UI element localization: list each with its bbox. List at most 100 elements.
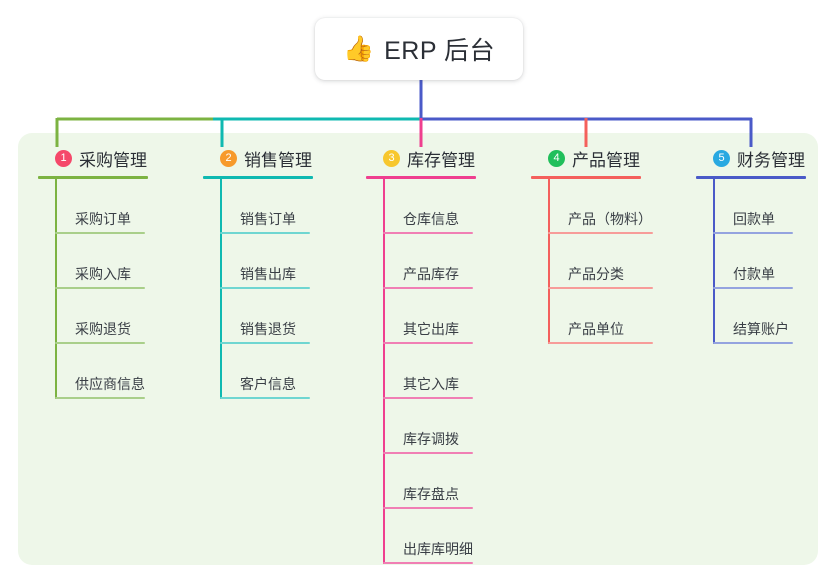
- branch-title: 销售管理: [244, 150, 312, 170]
- branch-item-underline: [548, 287, 653, 289]
- branch-badge: 2: [220, 149, 237, 167]
- branch-item-label: 库存调拨: [403, 431, 459, 447]
- branch-item[interactable]: 客户信息: [220, 344, 313, 399]
- branch-item-underline: [220, 397, 310, 399]
- branch-column-5: 5 财务管理回款单付款单结算账户: [696, 145, 806, 344]
- branch-item-label: 客户信息: [240, 376, 296, 392]
- branch-items: 销售订单销售出库销售退货客户信息: [203, 179, 313, 399]
- branch-item-underline: [383, 287, 473, 289]
- branch-panel-background: [18, 133, 818, 565]
- branch-item[interactable]: 其它入库: [383, 344, 476, 399]
- branch-item-underline: [220, 232, 310, 234]
- branch-item-label: 采购退货: [75, 321, 131, 337]
- branch-item[interactable]: 仓库信息: [383, 179, 476, 234]
- branch-item[interactable]: 产品库存: [383, 234, 476, 289]
- branch-item-label: 付款单: [733, 266, 775, 282]
- branch-header-underline: [696, 176, 806, 179]
- branch-item-label: 出库库明细: [403, 541, 473, 557]
- branch-item-underline: [383, 397, 473, 399]
- branch-item-label: 仓库信息: [403, 211, 459, 227]
- branch-header-5[interactable]: 5 财务管理: [696, 145, 806, 171]
- branch-item[interactable]: 供应商信息: [55, 344, 148, 399]
- branch-item-label: 库存盘点: [403, 486, 459, 502]
- branch-item-label: 产品单位: [568, 321, 624, 337]
- branch-item-underline: [548, 342, 653, 344]
- branch-item[interactable]: 出库库明细: [383, 509, 476, 564]
- branch-item-underline: [55, 287, 145, 289]
- branch-item-underline: [383, 342, 473, 344]
- branch-spine: [713, 179, 715, 344]
- root-node-card[interactable]: 👍 ERP 后台: [315, 18, 523, 80]
- branch-spine: [383, 179, 385, 564]
- branch-item[interactable]: 采购订单: [55, 179, 148, 234]
- branch-item[interactable]: 其它出库: [383, 289, 476, 344]
- branch-item-label: 销售订单: [240, 211, 296, 227]
- branch-title: 财务管理: [737, 150, 805, 170]
- branch-item-label: 回款单: [733, 211, 775, 227]
- branch-item[interactable]: 销售出库: [220, 234, 313, 289]
- branch-spine: [55, 179, 57, 399]
- branch-item-label: 采购订单: [75, 211, 131, 227]
- branch-header-4[interactable]: 4 产品管理: [531, 145, 652, 171]
- branch-item-underline: [220, 342, 310, 344]
- branch-item[interactable]: 产品单位: [548, 289, 653, 344]
- branch-item[interactable]: 产品分类: [548, 234, 653, 289]
- branch-item[interactable]: 采购退货: [55, 289, 148, 344]
- branch-column-3: 3 库存管理仓库信息产品库存其它出库其它入库库存调拨库存盘点出库库明细: [366, 145, 476, 564]
- thumbs-up-icon: 👍: [342, 34, 375, 63]
- branch-item-underline: [713, 342, 793, 344]
- branch-header-underline: [203, 176, 313, 179]
- branch-badge: 3: [383, 149, 400, 167]
- branch-item-label: 产品库存: [403, 266, 459, 282]
- branch-item-underline: [383, 507, 473, 509]
- branch-item-label: 其它入库: [403, 376, 459, 392]
- branch-title: 产品管理: [572, 150, 640, 170]
- branch-badge: 5: [713, 149, 730, 167]
- branch-item-underline: [55, 397, 145, 399]
- branch-header-underline: [38, 176, 148, 179]
- branch-title: 库存管理: [407, 150, 475, 170]
- branch-item-label: 产品分类: [568, 266, 624, 282]
- branch-item-label: 销售退货: [240, 321, 296, 337]
- branch-item-underline: [383, 232, 473, 234]
- branch-item-underline: [713, 232, 793, 234]
- branch-item-underline: [548, 232, 653, 234]
- branch-badge: 4: [548, 149, 565, 167]
- branch-header-underline: [531, 176, 641, 179]
- branch-item[interactable]: 付款单: [713, 234, 806, 289]
- branch-item[interactable]: 销售退货: [220, 289, 313, 344]
- branch-items: 回款单付款单结算账户: [696, 179, 806, 344]
- branch-item-label: 采购入库: [75, 266, 131, 282]
- branch-header-3[interactable]: 3 库存管理: [366, 145, 476, 171]
- branch-item[interactable]: 库存盘点: [383, 454, 476, 509]
- branch-item[interactable]: 结算账户: [713, 289, 806, 344]
- branch-item[interactable]: 采购入库: [55, 234, 148, 289]
- branch-header-1[interactable]: 1 采购管理: [38, 145, 148, 171]
- branch-item-label: 结算账户: [733, 321, 789, 337]
- branch-item[interactable]: 库存调拨: [383, 399, 476, 454]
- branch-items: 产品（物料） 产品分类产品单位: [531, 179, 653, 344]
- branch-items: 采购订单采购入库采购退货供应商信息: [38, 179, 148, 399]
- branch-header-underline: [366, 176, 476, 179]
- branch-item[interactable]: 产品（物料）: [548, 179, 653, 234]
- branch-item[interactable]: 回款单: [713, 179, 806, 234]
- branch-item[interactable]: 销售订单: [220, 179, 313, 234]
- branch-header-2[interactable]: 2 销售管理: [203, 145, 313, 171]
- branch-badge: 1: [55, 149, 72, 167]
- branch-items: 仓库信息产品库存其它出库其它入库库存调拨库存盘点出库库明细: [366, 179, 476, 564]
- branch-column-2: 2 销售管理销售订单销售出库销售退货客户信息: [203, 145, 313, 399]
- branch-item-underline: [220, 287, 310, 289]
- branch-title: 采购管理: [79, 150, 147, 170]
- branch-item-underline: [383, 562, 473, 564]
- branch-item-underline: [713, 287, 793, 289]
- branch-column-4: 4 产品管理产品（物料） 产品分类产品单位: [531, 145, 653, 344]
- branch-column-1: 1 采购管理采购订单采购入库采购退货供应商信息: [38, 145, 148, 399]
- branch-spine: [548, 179, 550, 344]
- branch-item-label: 产品（物料）: [568, 211, 652, 227]
- branch-item-label: 其它出库: [403, 321, 459, 337]
- branch-item-underline: [55, 232, 145, 234]
- branch-item-label: 供应商信息: [75, 376, 145, 392]
- root-node-title: ERP 后台: [384, 37, 496, 65]
- branch-item-underline: [55, 342, 145, 344]
